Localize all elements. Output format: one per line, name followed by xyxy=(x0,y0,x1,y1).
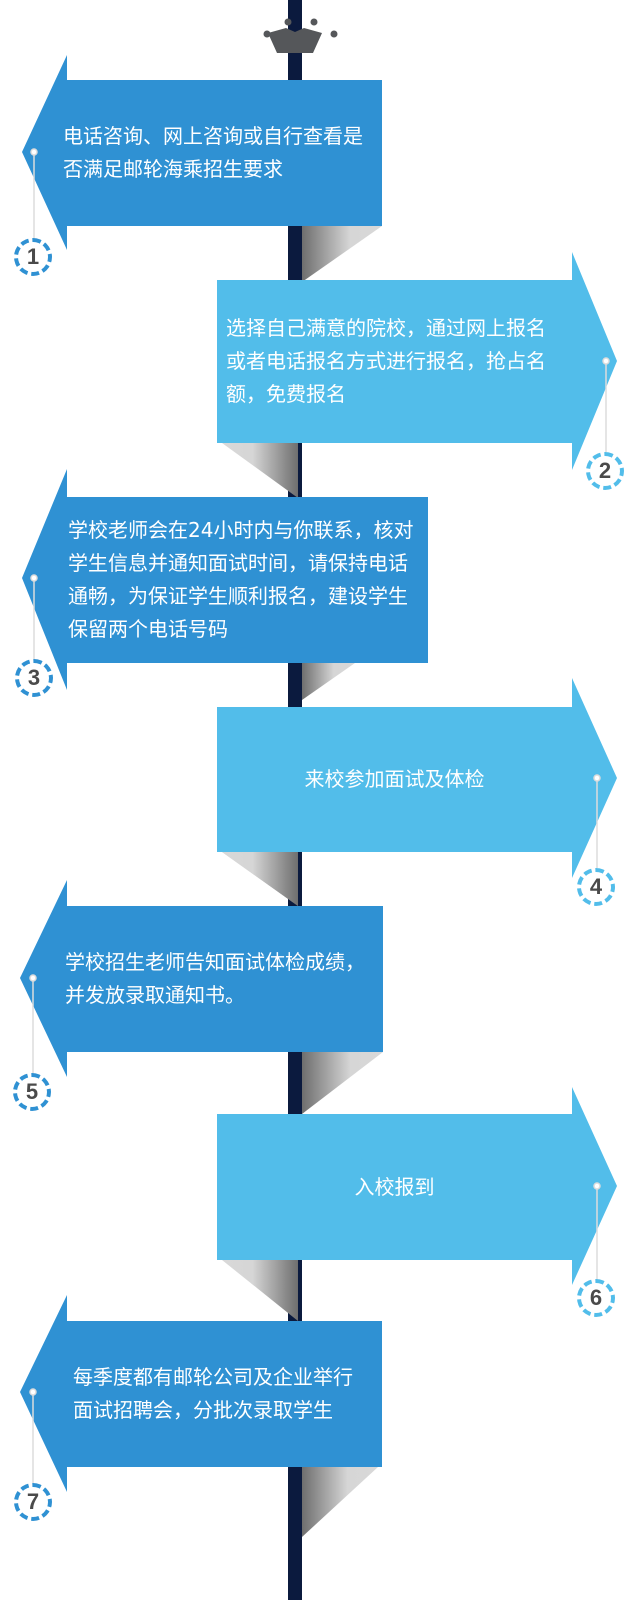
step-3-arrow xyxy=(22,469,428,690)
fold-shadow-5 xyxy=(302,1052,383,1114)
step-4-text: 来校参加面试及体检 xyxy=(304,767,485,791)
fold-shadow-1 xyxy=(302,226,382,282)
step-5-text: 学校招生老师告知面试体检成绩，并发放录取通知书。 xyxy=(65,950,365,1007)
step-2-text: 选择自己满意的院校，通过网上报名或者电话报名方式进行报名，抢占名额，免费报名 xyxy=(226,316,546,406)
step-7-badge: 7 xyxy=(14,1483,52,1521)
crown-icon xyxy=(263,18,338,53)
step-2-badge: 2 xyxy=(586,452,624,490)
step-7-arrow xyxy=(20,1295,382,1492)
step-1-badge: 1 xyxy=(14,238,52,276)
step-6-text: 入校报到 xyxy=(354,1174,435,1199)
fold-shadow-2 xyxy=(222,443,298,498)
connector-dot-7 xyxy=(29,1388,37,1396)
step-3-text: 学校老师会在24小时内与你联系，核对学生信息并通知面试时间，请保持电话通畅，为保… xyxy=(68,518,414,641)
step-2-arrow xyxy=(217,252,617,470)
fold-shadow-4b xyxy=(222,852,298,906)
fold-shadow-3 xyxy=(302,663,355,700)
fold-shadow-7 xyxy=(302,1467,378,1537)
connector-dot-6 xyxy=(593,1182,601,1190)
step-5-arrow xyxy=(20,880,383,1077)
connector-dot-3 xyxy=(30,574,38,582)
connector-dot-4 xyxy=(593,774,601,782)
step-3-badge: 3 xyxy=(15,659,53,697)
connector-dot-2 xyxy=(602,357,610,365)
step-6-badge: 6 xyxy=(577,1279,615,1317)
step-4-arrow xyxy=(217,678,617,878)
step-1-text: 电话咨询、网上咨询或自行查看是否满足邮轮海乘招生要求 xyxy=(63,124,363,181)
step-4-badge: 4 xyxy=(577,868,615,906)
connector-dot-1 xyxy=(30,148,38,156)
step-6-arrow xyxy=(217,1087,617,1285)
step-5-badge: 5 xyxy=(13,1073,51,1111)
connector-dot-5 xyxy=(29,974,37,982)
step-7-text: 每季度都有邮轮公司及企业举行面试招聘会，分批次录取学生 xyxy=(73,1365,353,1422)
step-1-arrow xyxy=(22,55,382,250)
fold-shadow-6 xyxy=(222,1260,298,1321)
